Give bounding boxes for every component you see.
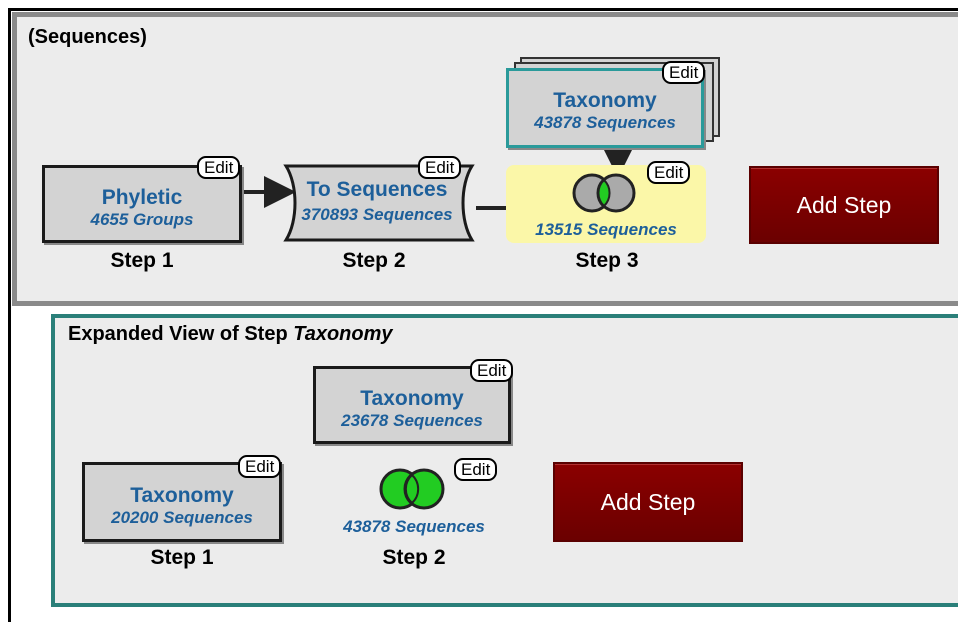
step-count[interactable]: 43878 Sequences: [534, 113, 676, 132]
step-count[interactable]: 43878 Sequences: [343, 517, 485, 536]
step-label: Step 1: [110, 249, 174, 272]
step-label: Step 2: [382, 546, 446, 569]
step-label: Step 1: [150, 546, 214, 569]
step-label: Step 2: [342, 249, 406, 272]
step-name: Phyletic: [101, 186, 183, 209]
add-step-button[interactable]: Add Step: [553, 462, 743, 542]
venn-intersect-icon[interactable]: [378, 467, 446, 511]
step-count[interactable]: 4655 Groups: [90, 210, 194, 229]
venn-intersect-icon[interactable]: [570, 172, 638, 214]
step-label: Step 3: [575, 249, 639, 272]
edit-button[interactable]: Edit: [470, 359, 514, 382]
step-count[interactable]: 23678 Sequences: [341, 411, 483, 430]
step-box-taxonomy[interactable]: Taxonomy 20200 Sequences: [82, 462, 282, 542]
edit-button[interactable]: Edit: [662, 61, 706, 84]
step-name: Taxonomy: [553, 89, 657, 112]
step-count[interactable]: 370893 Sequences: [301, 205, 453, 224]
strategy-panel-title: (Sequences): [28, 26, 147, 48]
frame-top-border: [8, 8, 958, 11]
edit-button[interactable]: Edit: [454, 458, 498, 481]
add-step-button[interactable]: Add Step: [749, 166, 939, 244]
title-step-name: Taxonomy: [293, 323, 393, 345]
transform-box-shape: [283, 164, 475, 242]
expanded-panel-title: Expanded View of Step Taxonomy: [68, 323, 393, 346]
edit-button[interactable]: Edit: [418, 156, 462, 179]
title-prefix: Expanded View of Step: [68, 323, 294, 345]
edit-button[interactable]: Edit: [647, 161, 691, 184]
step-count[interactable]: 13515 Sequences: [535, 220, 677, 239]
step-count[interactable]: 20200 Sequences: [111, 508, 253, 527]
step-box-to-sequences[interactable]: To Sequences 370893 Sequences: [280, 178, 474, 225]
frame-left-border: [8, 10, 11, 622]
step-name: Taxonomy: [130, 484, 234, 507]
edit-button[interactable]: Edit: [238, 455, 282, 478]
edit-button[interactable]: Edit: [197, 156, 241, 179]
strategy-panel: [12, 12, 958, 306]
step-name: To Sequences: [306, 178, 448, 201]
step-box-taxonomy[interactable]: Taxonomy 23678 Sequences: [313, 366, 511, 444]
step-name: Taxonomy: [360, 387, 464, 410]
